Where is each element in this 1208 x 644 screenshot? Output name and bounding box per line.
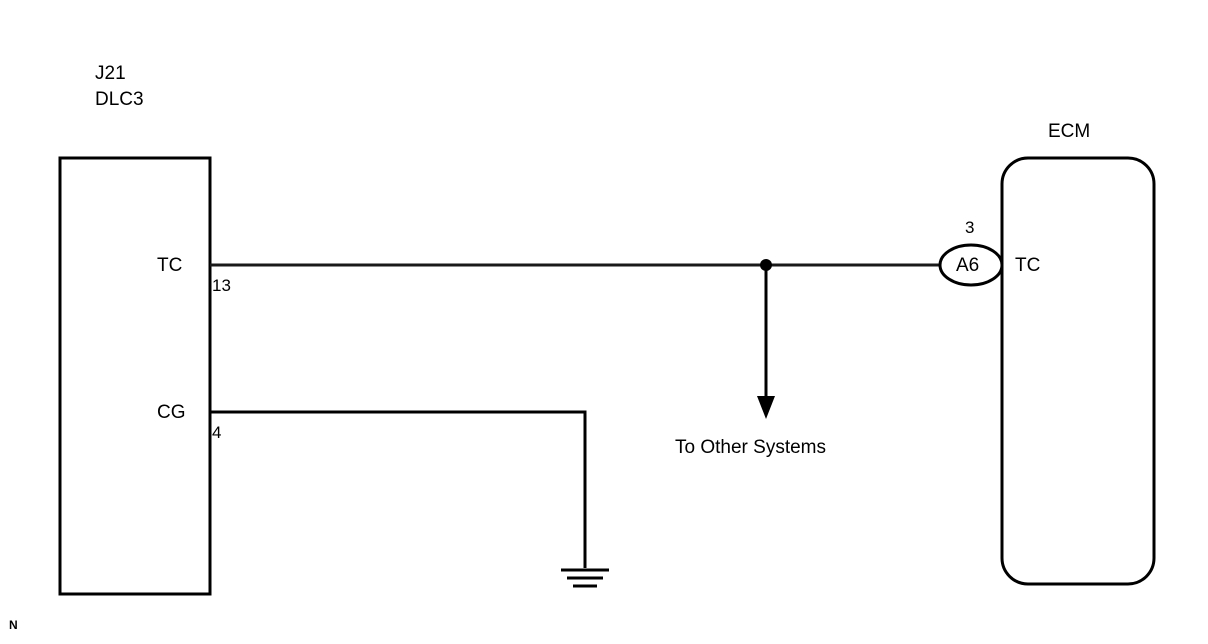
dlc3-pin-tc-number: 13 [212, 276, 231, 295]
ecm-terminal-ellipse [938, 243, 1004, 287]
dlc3-pin-cg-number: 4 [212, 423, 222, 442]
ecm-title-label: ECM [1048, 121, 1091, 142]
branch-note-label: To Other Systems [675, 437, 826, 458]
branch-arrow-icon [757, 396, 775, 419]
ecm-terminal-signal-label: TC [1015, 255, 1041, 276]
dlc3-connector-name-line2: DLC3 [95, 89, 144, 110]
dlc3-connector-name-line1: J21 [95, 63, 126, 84]
cg-ground-wire [210, 410, 587, 568]
ecm-terminal-number-label: 3 [965, 218, 975, 237]
dlc3-pin-cg-label: CG [157, 402, 186, 423]
ecm-terminal-code-label: A6 [956, 255, 980, 276]
corner-mark-label: N [9, 618, 18, 632]
dlc3-pin-tc-label: TC [157, 255, 183, 276]
ecm-box [1000, 156, 1156, 586]
dlc3-connector-box [58, 156, 212, 596]
